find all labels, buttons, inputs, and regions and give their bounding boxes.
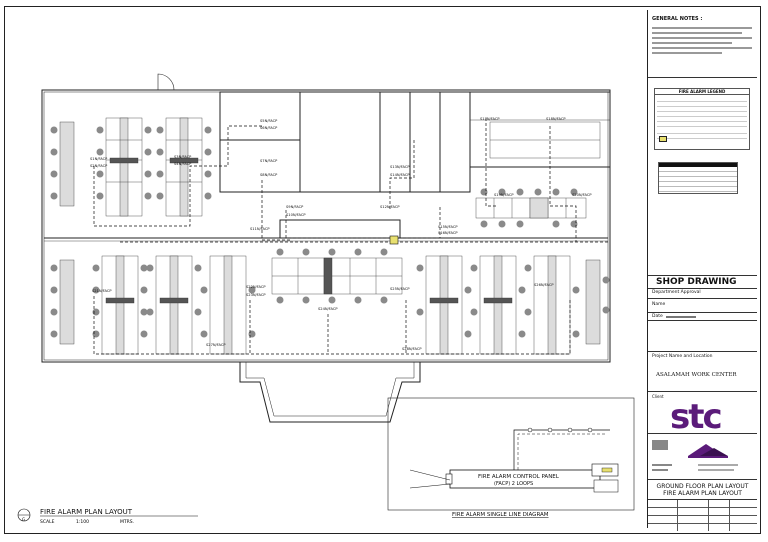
drawing-title-line2: FIRE ALARM PLAN LAYOUT xyxy=(663,490,742,497)
facp-label-line1: FIRE ALARM CONTROL PANEL xyxy=(478,474,560,480)
floor-plan-drawing: S1N/FACP S2N/FACP S3N/FACP S4N/FACP S5N/… xyxy=(17,73,635,525)
contractor-section xyxy=(648,434,757,480)
legend-section: FIRE ALARM LEGEND xyxy=(648,78,757,276)
device-tag: S24N/FACP xyxy=(318,307,338,311)
revision-table xyxy=(648,500,757,531)
project-name: ASALAMAH WORK CENTER xyxy=(656,372,737,378)
device-tag: S27N/FACP xyxy=(206,343,226,347)
drawing-title-line1: GROUND FLOOR PLAN LAYOUT xyxy=(656,483,749,490)
device-tag: S10N/FACP xyxy=(286,213,306,217)
project-name-label: Project Name and Location xyxy=(652,354,713,359)
plan-caption: G FIRE ALARM PLAN LAYOUT SCALE 1:100 MTR… xyxy=(17,508,198,525)
client-section: Client stc xyxy=(648,392,757,437)
shop-drawing-section: SHOP DRAWING Department Approval Name Da… xyxy=(648,276,757,352)
device-tag: S25N/FACP xyxy=(390,287,410,291)
facp-panel-marker xyxy=(389,235,399,245)
device-tag: S9N/FACP xyxy=(286,205,304,209)
device-tag: S11N/FACP xyxy=(250,227,270,231)
scale-units: MTRS. xyxy=(120,519,134,525)
device-tag: S22N/FACP xyxy=(246,285,266,289)
name-label: Name xyxy=(652,302,666,307)
client-label: Client xyxy=(652,394,664,399)
single-line-caption: FIRE ALARM SINGLE LINE DIAGRAM xyxy=(452,512,549,518)
device-tag: S14N/FACP xyxy=(390,173,410,177)
single-line-diagram: FIRE ALARM CONTROL PANEL (FACP) 2 LOOPS … xyxy=(387,397,635,518)
device-tag: S2N/FACP xyxy=(90,164,108,168)
workstation-cluster-lower xyxy=(59,255,601,355)
general-notes-section: GENERAL NOTES : xyxy=(648,10,757,78)
device-tag: S15N/FACP xyxy=(438,225,458,229)
device-tag: S3N/FACP xyxy=(174,155,192,159)
scale-label: SCALE xyxy=(40,519,55,525)
shop-drawing-title: SHOP DRAWING xyxy=(656,277,737,287)
chairs xyxy=(50,126,610,338)
facp-label-line2: (FACP) 2 LOOPS xyxy=(494,481,533,487)
device-tag: S23N/FACP xyxy=(246,293,266,297)
device-tag: S8N/FACP xyxy=(260,173,278,177)
device-tags: S1N/FACP S2N/FACP S3N/FACP S4N/FACP S5N/… xyxy=(90,117,592,351)
plan-title: FIRE ALARM PLAN LAYOUT xyxy=(40,508,133,516)
legend-table: FIRE ALARM LEGEND xyxy=(654,88,750,150)
workstation-cluster-upper-left xyxy=(59,117,203,217)
title-block: GENERAL NOTES : FIRE ALARM LEGEND xyxy=(647,10,757,531)
device-tag: S19N/FACP xyxy=(494,193,514,197)
legend-title: FIRE ALARM LEGEND xyxy=(655,89,749,95)
plan-key: G xyxy=(22,517,25,522)
device-tag: S21N/FACP xyxy=(92,289,112,293)
device-tag: S20N/FACP xyxy=(572,193,592,197)
device-tag: S16N/FACP xyxy=(438,231,458,235)
device-tag: S4N/FACP xyxy=(174,162,192,166)
general-notes-lines xyxy=(652,24,752,57)
project-section: Project Name and Location ASALAMAH WORK … xyxy=(648,352,757,392)
device-tag: S18N/FACP xyxy=(546,117,566,121)
device-tag: S28N/FACP xyxy=(402,347,422,351)
schedule-table xyxy=(658,162,738,194)
stc-logo: stc xyxy=(670,397,723,437)
general-notes-title: GENERAL NOTES : xyxy=(652,16,703,22)
device-tag: S7N/FACP xyxy=(260,159,278,163)
device-tag: S17N/FACP xyxy=(480,117,500,121)
device-tag: S12N/FACP xyxy=(380,205,400,209)
department-approval-label: Department Approval xyxy=(652,290,701,295)
workstation-cluster-upper-right xyxy=(475,121,601,219)
scale-value: 1:100 xyxy=(76,519,89,525)
contractor-logo-icon xyxy=(652,440,738,471)
device-tag: S26N/FACP xyxy=(534,283,554,287)
date-label: Date xyxy=(652,314,663,319)
device-tag: S1N/FACP xyxy=(90,157,108,161)
facp-symbol-icon xyxy=(659,136,667,142)
device-tag: S5N/FACP xyxy=(260,119,278,123)
fire-alarm-loop-wiring xyxy=(93,118,610,355)
drawing-sheet xyxy=(4,6,761,534)
device-tag: S13N/FACP xyxy=(390,165,410,169)
device-tag: S6N/FACP xyxy=(260,126,278,130)
drawing-title-section: GROUND FLOOR PLAN LAYOUT FIRE ALARM PLAN… xyxy=(648,480,757,500)
